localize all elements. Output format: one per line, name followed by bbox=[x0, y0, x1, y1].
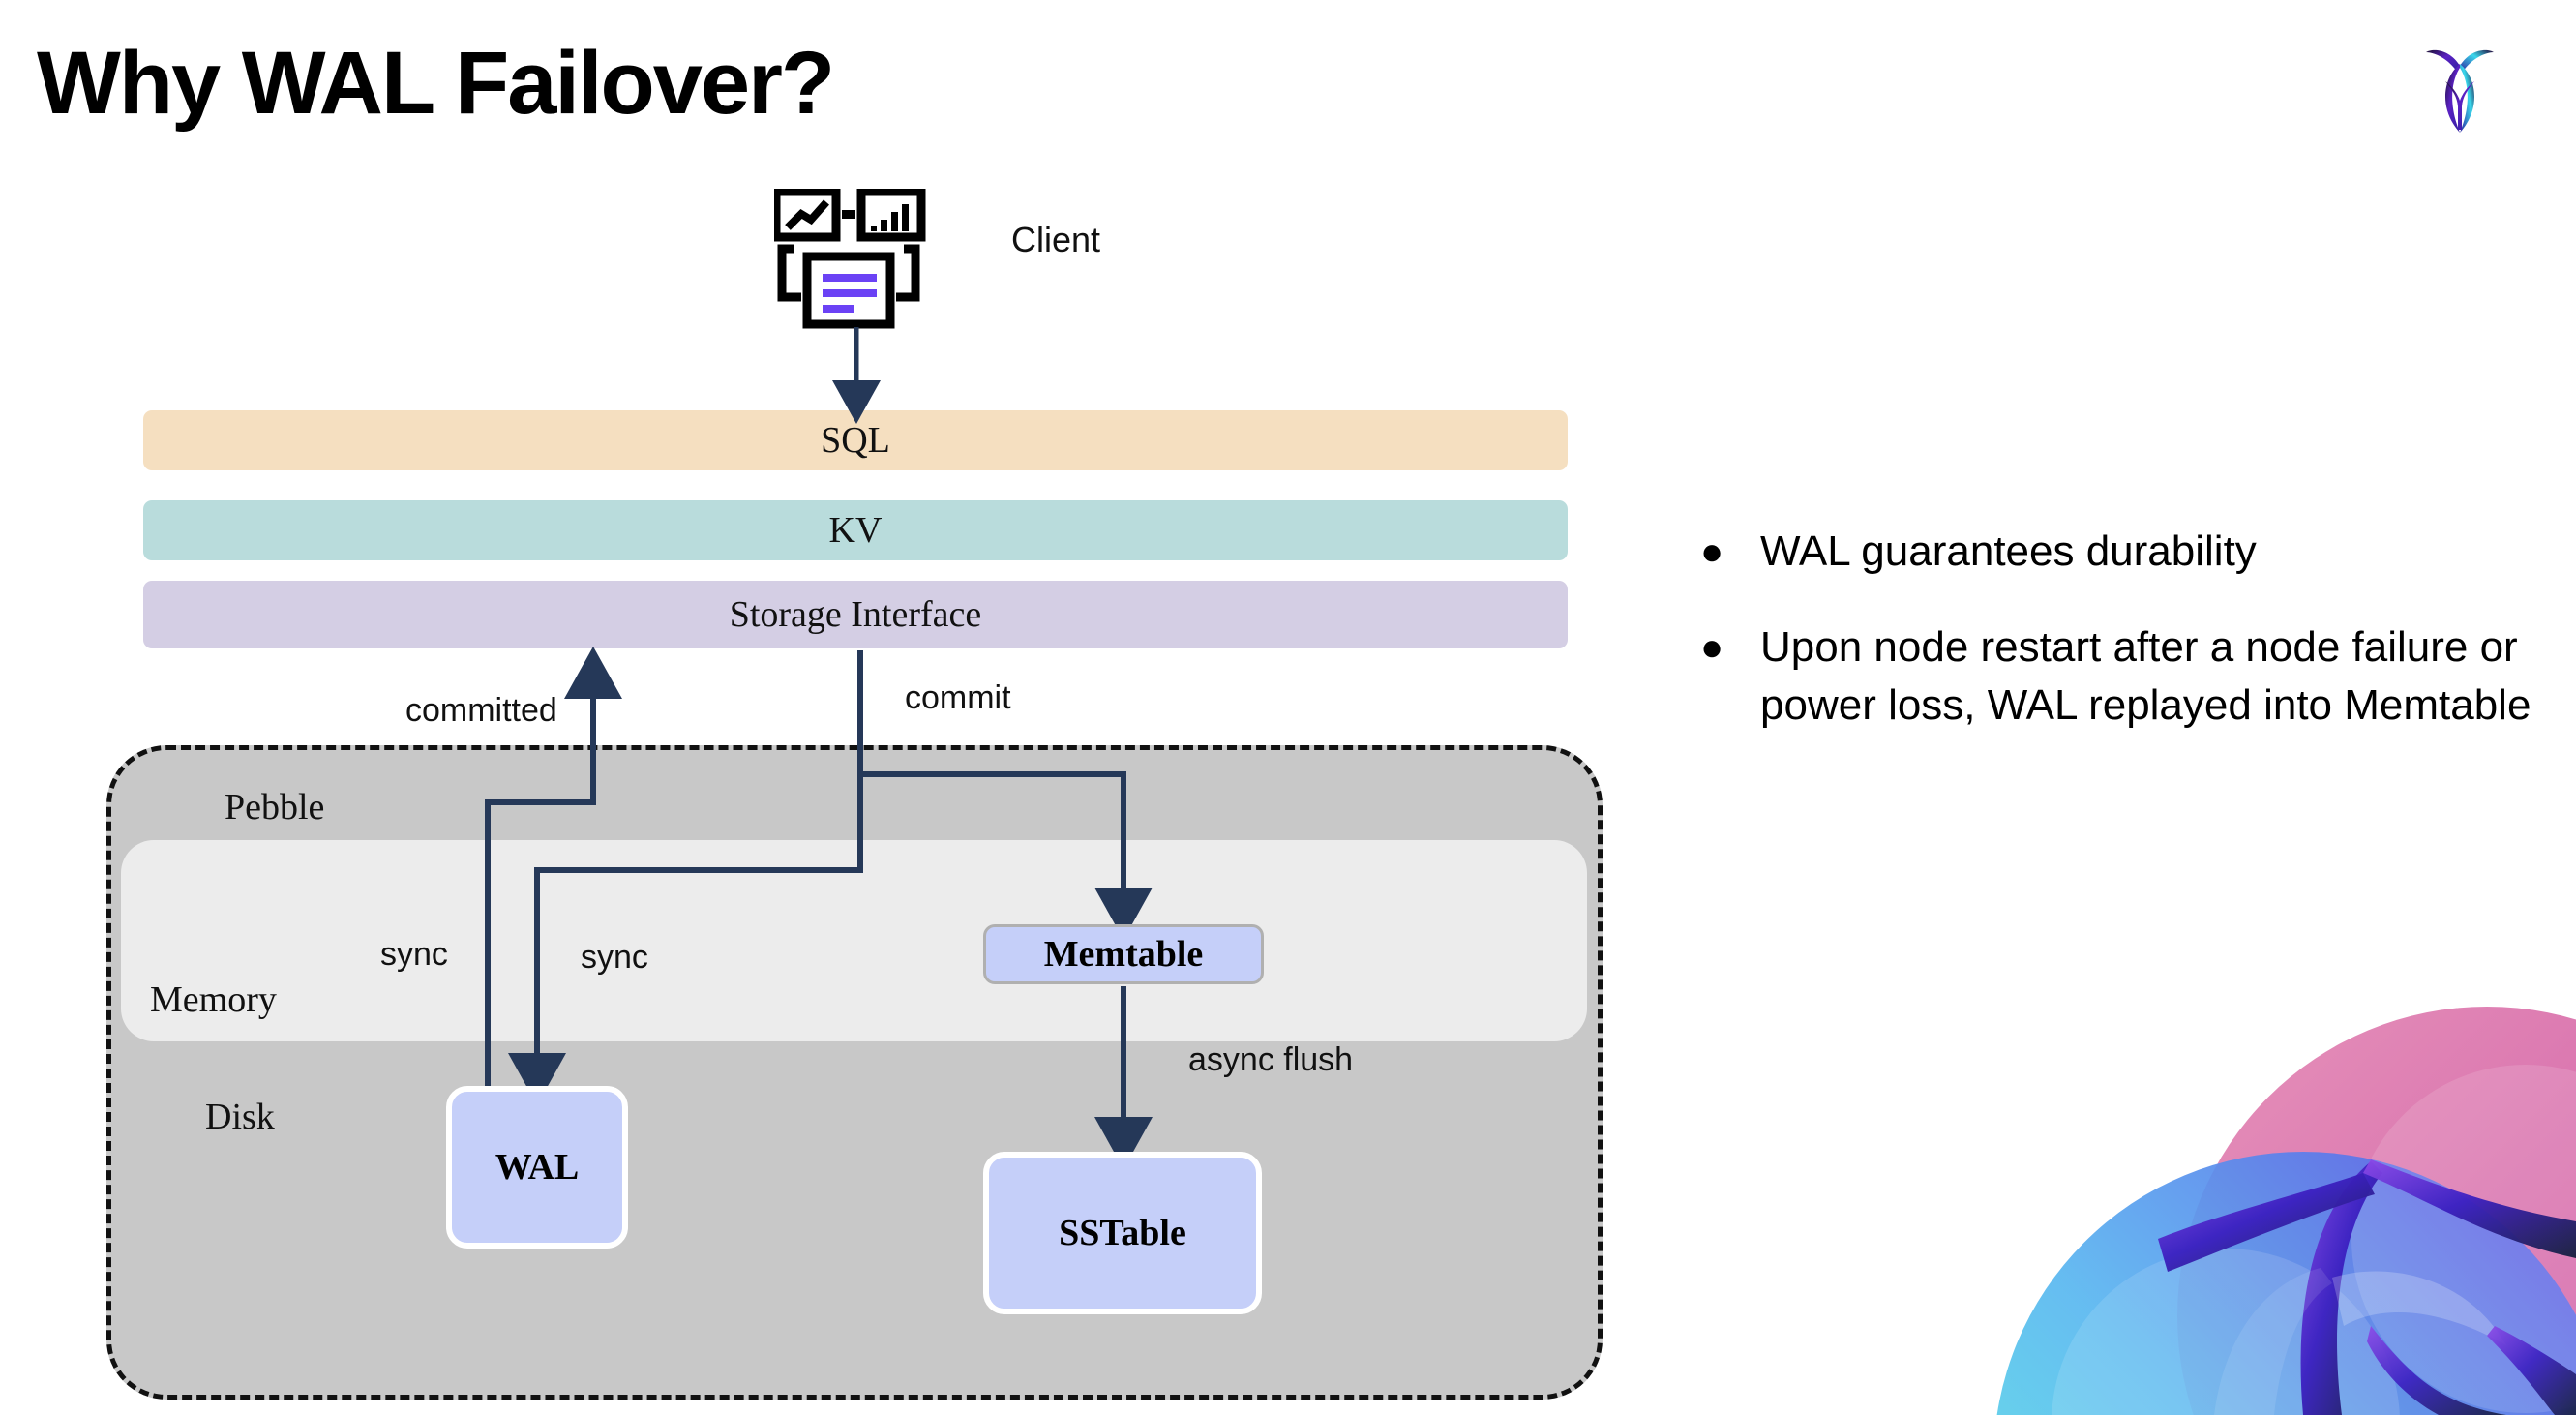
bullet-text: Upon node restart after a node failure o… bbox=[1760, 622, 2531, 730]
layer-bar-kv: KV bbox=[143, 500, 1568, 560]
client-dashboard-icon bbox=[771, 186, 939, 329]
page-title: Why WAL Failover? bbox=[37, 34, 835, 133]
edge-label-async-flush: async flush bbox=[1188, 1041, 1354, 1078]
edge-label-commit: commit bbox=[905, 679, 1011, 716]
layer-bar-storage-interface: Storage Interface bbox=[143, 581, 1568, 648]
list-item: ● WAL guarantees durability bbox=[1700, 523, 2552, 582]
bullet-marker: ● bbox=[1700, 625, 1724, 669]
layer-label-kv: KV bbox=[828, 510, 883, 551]
edge-label-sync-left: sync bbox=[380, 936, 448, 973]
node-label-sstable: SSTable bbox=[1059, 1213, 1186, 1253]
cockroachdb-logo-icon bbox=[2407, 37, 2513, 143]
edge-label-committed: committed bbox=[405, 692, 557, 729]
node-wal: WAL bbox=[446, 1086, 628, 1249]
disk-label: Disk bbox=[205, 1097, 275, 1137]
node-label-memtable: Memtable bbox=[1043, 934, 1204, 975]
client-label: Client bbox=[1011, 220, 1101, 259]
bullet-list: ● WAL guarantees durability ● Upon node … bbox=[1700, 523, 2552, 772]
edge-label-sync-right: sync bbox=[581, 939, 648, 976]
memory-label: Memory bbox=[150, 979, 277, 1020]
node-sstable: SSTable bbox=[983, 1152, 1262, 1314]
bullet-marker: ● bbox=[1700, 530, 1724, 573]
layer-label-sql: SQL bbox=[821, 420, 890, 461]
node-memtable: Memtable bbox=[983, 924, 1264, 984]
layer-bar-sql: SQL bbox=[143, 410, 1568, 470]
memory-region bbox=[121, 840, 1587, 1041]
cockroachdb-decorative-circles-icon bbox=[1984, 919, 2576, 1415]
bullet-text: WAL guarantees durability bbox=[1760, 527, 2257, 575]
list-item: ● Upon node restart after a node failure… bbox=[1700, 618, 2552, 736]
pebble-label: Pebble bbox=[225, 787, 325, 828]
layer-label-storage-interface: Storage Interface bbox=[729, 594, 982, 635]
node-label-wal: WAL bbox=[494, 1147, 580, 1188]
